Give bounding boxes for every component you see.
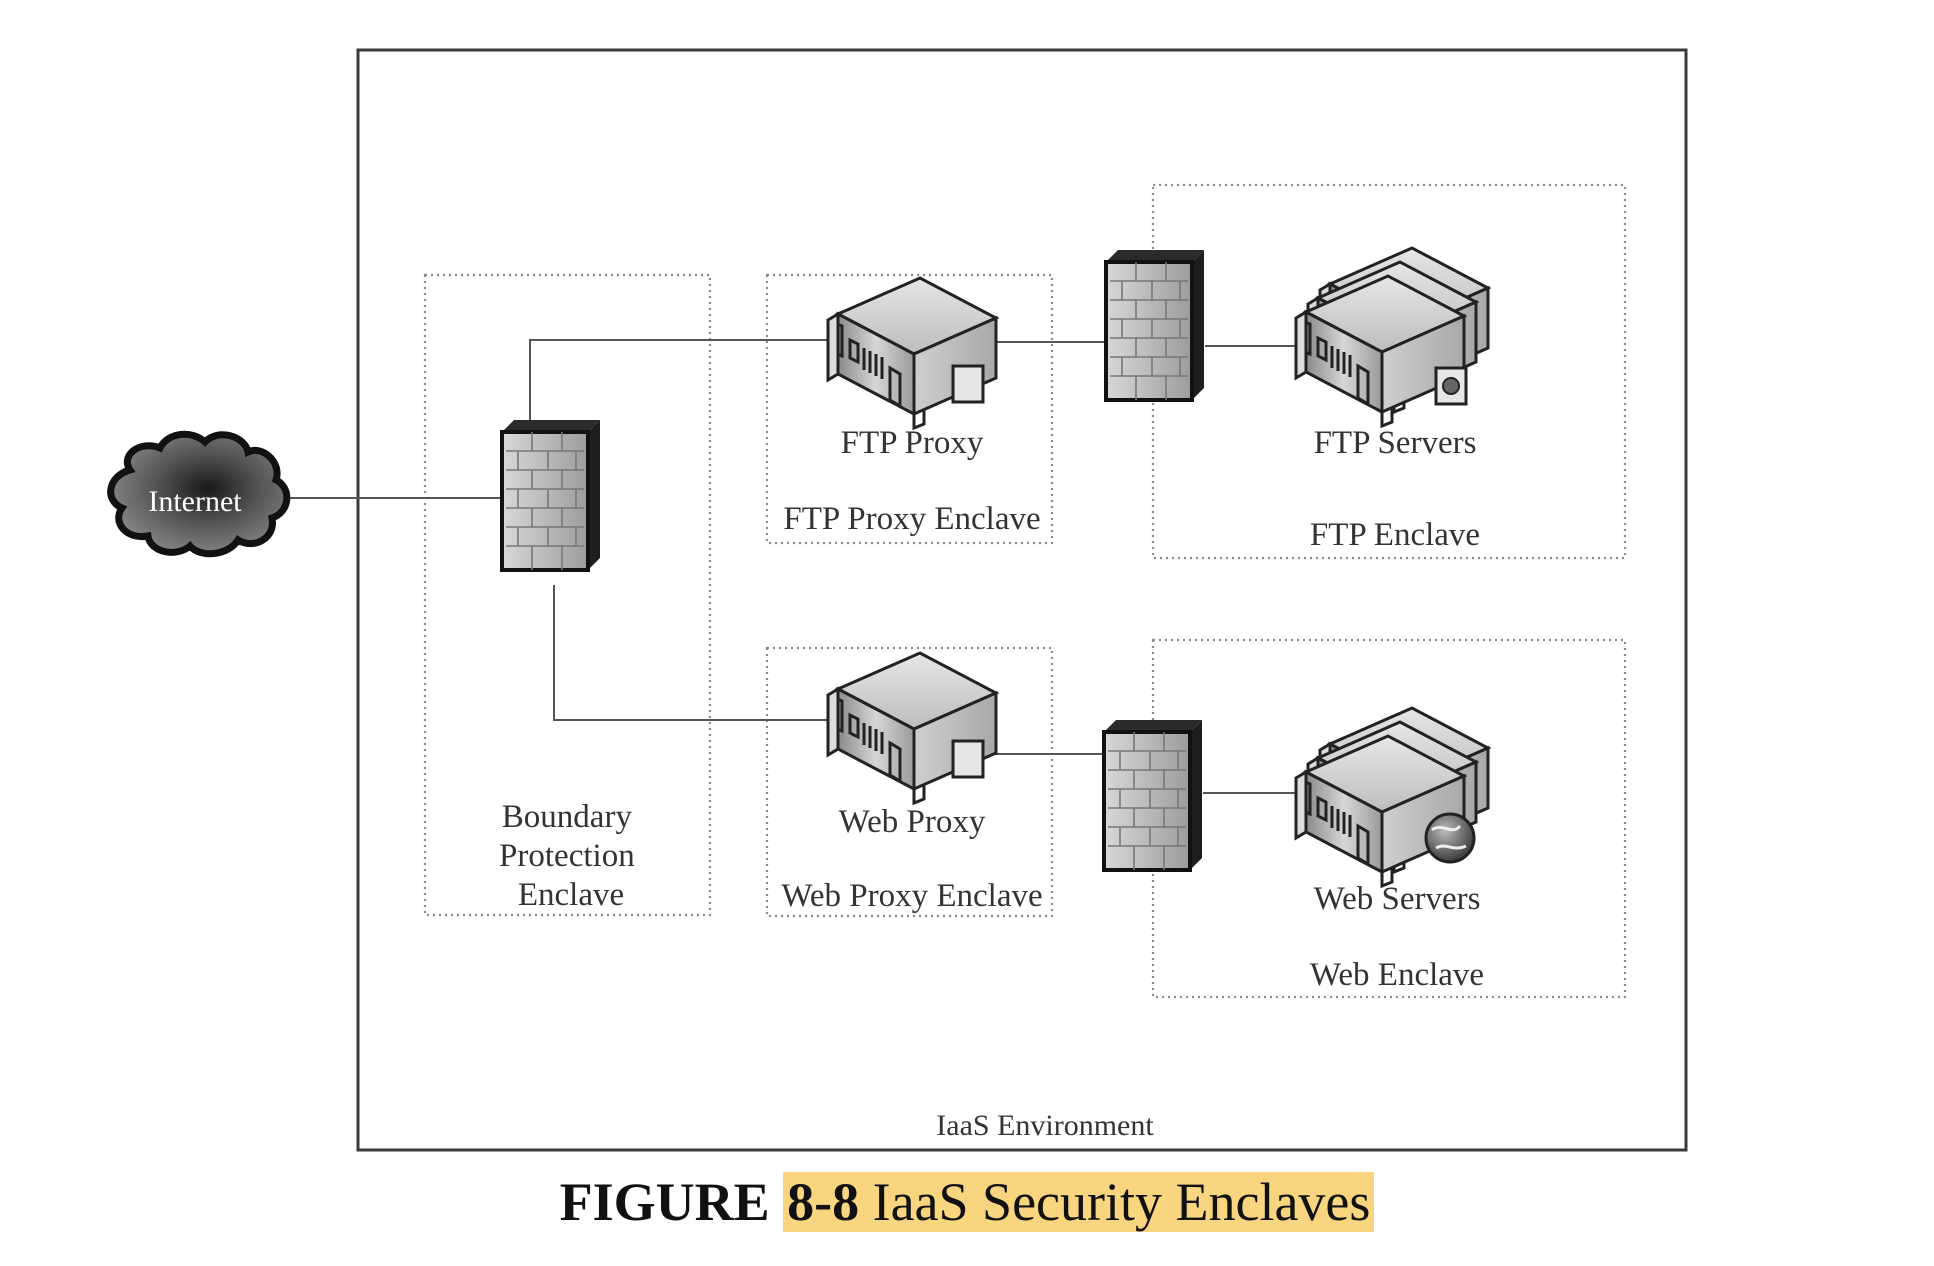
globe-icon bbox=[1424, 812, 1476, 864]
boundary-enclave-label-line: Enclave bbox=[518, 877, 624, 913]
web-servers-stack bbox=[1294, 706, 1490, 888]
firewall-icon bbox=[500, 418, 602, 572]
ftp-servers-label: FTP Servers bbox=[1314, 425, 1477, 461]
ftp-enclave bbox=[1151, 183, 1627, 560]
caption-title: IaaS Security Enclaves bbox=[872, 1172, 1371, 1232]
lock-icon bbox=[1434, 366, 1468, 406]
firewall-icon bbox=[1104, 248, 1206, 402]
web-proxy-label: Web Proxy bbox=[839, 804, 986, 840]
ftp-proxy-enclave bbox=[765, 273, 1054, 545]
boundary-protection-enclave bbox=[423, 273, 712, 917]
web-enclave-label: Web Enclave bbox=[1310, 957, 1484, 993]
ftp-enclave-label: FTP Enclave bbox=[1310, 517, 1480, 553]
web-servers-label: Web Servers bbox=[1314, 881, 1481, 917]
ftp-servers-stack bbox=[1294, 246, 1490, 428]
ftp-proxy-server bbox=[826, 276, 998, 430]
cloud-icon bbox=[107, 430, 291, 558]
iaas-environment-frame bbox=[356, 48, 1688, 1152]
web-proxy-enclave bbox=[765, 646, 1054, 918]
firewall-icon bbox=[1102, 718, 1204, 872]
caption-prefix: FIGURE bbox=[559, 1172, 770, 1232]
iaas-environment-label: IaaS Environment bbox=[936, 1109, 1154, 1142]
server-icon bbox=[826, 276, 998, 430]
internet-label: Internet bbox=[148, 485, 242, 518]
web-proxy-enclave-label: Web Proxy Enclave bbox=[781, 878, 1042, 914]
link-firewall-ftp-proxy bbox=[529, 339, 845, 425]
caption-highlight: 8-8 IaaS Security Enclaves bbox=[783, 1172, 1375, 1232]
caption-number: 8-8 bbox=[787, 1172, 860, 1232]
figure-caption: FIGURE 8-8 IaaS Security Enclaves bbox=[0, 1170, 1934, 1235]
boundary-enclave-label-line: Protection bbox=[499, 838, 635, 874]
server-icon bbox=[826, 651, 998, 805]
ftp-proxy-enclave-label: FTP Proxy Enclave bbox=[783, 501, 1040, 537]
ftp-proxy-label: FTP Proxy bbox=[841, 425, 984, 461]
internet-cloud: Internet bbox=[107, 430, 291, 558]
web-enclave bbox=[1151, 638, 1627, 999]
boundary-enclave-label: Boundary Protection Enclave bbox=[499, 799, 643, 913]
web-proxy-server bbox=[826, 651, 998, 805]
boundary-enclave-label-line: Boundary bbox=[502, 799, 633, 835]
link-firewall-web-proxy bbox=[553, 585, 845, 721]
